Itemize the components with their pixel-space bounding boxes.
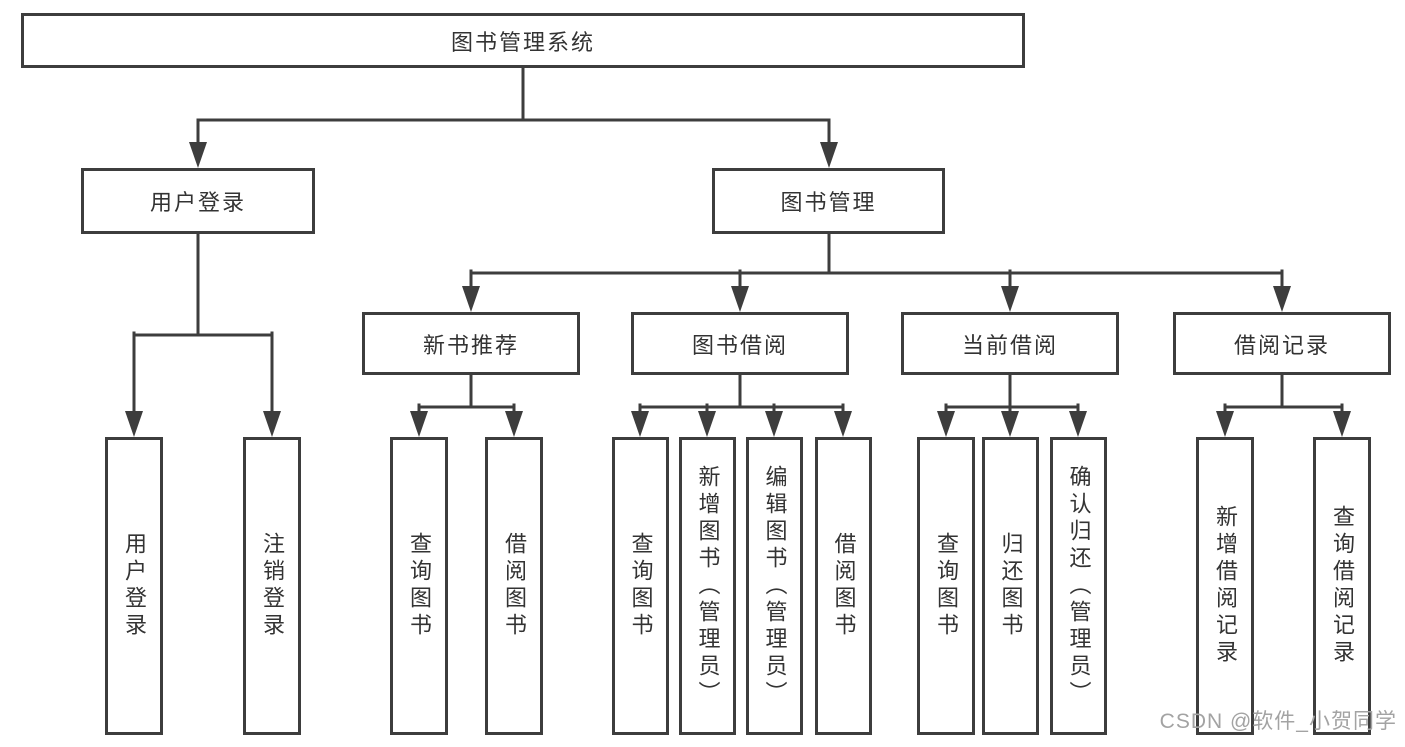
arrowhead xyxy=(125,411,143,437)
node-leaf-return-books: 归还图书 xyxy=(982,437,1039,735)
arrowhead xyxy=(263,411,281,437)
node-library-management-system: 图书管理系统 xyxy=(21,13,1025,68)
node-label: 查询图书 xyxy=(628,532,654,640)
arrowhead xyxy=(834,411,852,437)
node-new-book-recommendation: 新书推荐 xyxy=(362,312,580,375)
arrowhead xyxy=(1216,411,1234,437)
node-leaf-confirm-return-admin: 确认归还（管理员） xyxy=(1050,437,1107,735)
node-label: 借阅图书 xyxy=(502,532,527,640)
arrowhead xyxy=(1069,411,1087,437)
arrowhead xyxy=(1001,411,1019,437)
node-current-borrowing: 当前借阅 xyxy=(901,312,1119,375)
arrowhead xyxy=(937,411,955,437)
arrowhead xyxy=(698,411,716,437)
csdn-watermark: CSDN @软件_小贺同学 xyxy=(1159,710,1397,733)
arrowhead xyxy=(631,411,649,437)
node-leaf-user-login: 用户登录 xyxy=(105,437,163,735)
arrowhead xyxy=(189,142,207,168)
arrowhead xyxy=(731,286,749,312)
arrowhead xyxy=(462,286,480,312)
node-book-management: 图书管理 xyxy=(712,168,945,234)
node-label: 图书管理 xyxy=(780,190,877,215)
node-leaf-borrow-books-borrowing: 借阅图书 xyxy=(815,437,872,735)
node-label: 查询图书 xyxy=(407,532,432,640)
node-label: 新增图书（管理员） xyxy=(695,464,721,708)
node-label: 编辑图书（管理员） xyxy=(762,464,788,708)
node-book-borrowing: 图书借阅 xyxy=(631,312,849,375)
arrowhead xyxy=(1001,286,1019,312)
arrowhead xyxy=(505,411,523,437)
node-borrowing-records: 借阅记录 xyxy=(1173,312,1391,375)
node-label: 查询借阅记录 xyxy=(1330,505,1355,667)
node-label: 查询图书 xyxy=(934,532,959,640)
node-label: 注销登录 xyxy=(260,532,285,640)
arrowhead xyxy=(1273,286,1291,312)
arrowhead xyxy=(820,142,838,168)
node-leaf-query-books-current: 查询图书 xyxy=(917,437,975,735)
node-label: 图书管理系统 xyxy=(450,29,595,55)
node-leaf-query-borrow-record: 查询借阅记录 xyxy=(1313,437,1371,735)
node-label: 借阅记录 xyxy=(1233,332,1330,358)
node-label: 归还图书 xyxy=(998,532,1024,640)
node-label: 用户登录 xyxy=(122,532,147,640)
node-leaf-add-borrow-record: 新增借阅记录 xyxy=(1196,437,1254,735)
node-user-login: 用户登录 xyxy=(81,168,315,234)
node-leaf-add-books-admin: 新增图书（管理员） xyxy=(679,437,736,735)
node-leaf-query-books-recommend: 查询图书 xyxy=(390,437,448,735)
node-leaf-query-books-borrowing: 查询图书 xyxy=(612,437,669,735)
node-leaf-logout: 注销登录 xyxy=(243,437,301,735)
node-label: 确认归还（管理员） xyxy=(1066,464,1092,708)
node-label: 新增借阅记录 xyxy=(1213,505,1238,667)
arrowhead xyxy=(765,411,783,437)
arrowhead xyxy=(1333,411,1351,437)
node-label: 当前借阅 xyxy=(961,332,1058,358)
node-label: 图书借阅 xyxy=(691,332,788,358)
node-leaf-borrow-books-recommend: 借阅图书 xyxy=(485,437,543,735)
node-label: 用户登录 xyxy=(149,190,246,215)
arrowhead xyxy=(410,411,428,437)
node-label: 新书推荐 xyxy=(422,332,519,358)
node-label: 借阅图书 xyxy=(831,532,857,640)
node-leaf-edit-books-admin: 编辑图书（管理员） xyxy=(746,437,803,735)
